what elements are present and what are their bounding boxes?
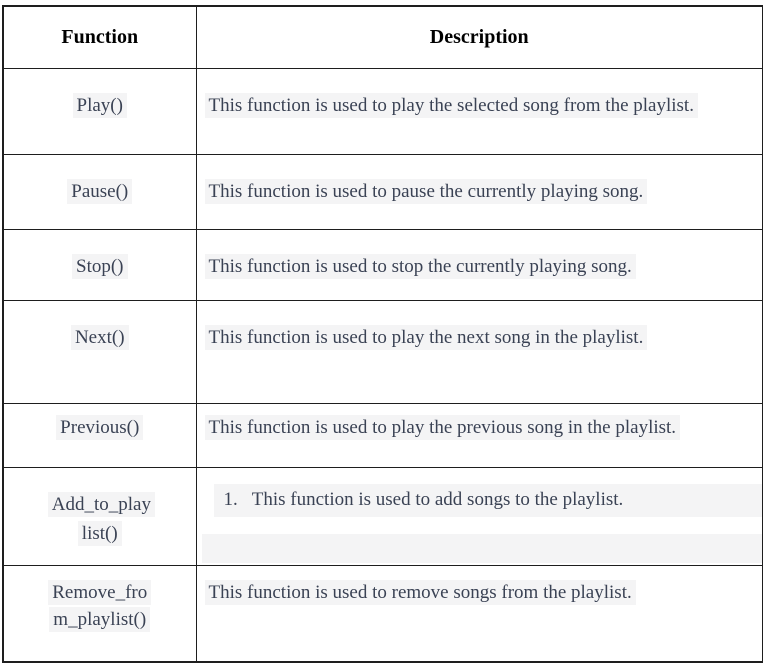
description-cell: This function is used to remove songs fr… <box>195 564 763 663</box>
description-text: This function is used to play the next s… <box>204 324 648 350</box>
function-name: Pause() <box>67 178 133 204</box>
table-row: Pause() This function is used to pause th… <box>2 153 763 230</box>
description-paragraph: This function is used to pause the curre… <box>204 177 759 206</box>
function-cell: Remove_from_playlist() <box>2 564 197 663</box>
function-name-wrap: Play() <box>72 91 127 120</box>
function-cell: Play() <box>2 67 197 155</box>
numbered-list-item: 1. This function is used to add songs to … <box>213 483 762 517</box>
description-cell: This function is used to stop the curren… <box>195 228 763 301</box>
description-cell: 1. This function is used to add songs to … <box>195 466 763 566</box>
list-item-number: 1. <box>223 488 238 510</box>
description-paragraph: This function is used to play the select… <box>204 91 759 120</box>
description-cell: This function is used to play the next s… <box>195 299 763 404</box>
table-row: Add_to_playlist() 1. This function is used… <box>2 466 763 566</box>
function-cell: Add_to_playlist() <box>2 466 197 566</box>
function-name: Previous() <box>56 414 144 440</box>
description-text: This function is used to play the select… <box>204 92 698 118</box>
table-row: Previous() This function is used to play … <box>2 402 763 468</box>
description-text: This function is used to add songs to th… <box>251 488 624 510</box>
description-cell: This function is used to play the select… <box>195 67 763 155</box>
function-name: Play() <box>72 92 127 118</box>
description-paragraph: This function is used to stop the curren… <box>204 252 759 281</box>
table-row: Remove_from_playlist() This function is u… <box>2 564 763 663</box>
table-row: Stop() This function is used to stop the … <box>2 228 763 301</box>
function-cell: Stop() <box>2 228 197 301</box>
description-text: This function is used to play the previo… <box>204 414 681 440</box>
table-body: Play() This function is used to play the … <box>2 67 763 663</box>
table-header-row: Function Description <box>2 5 763 69</box>
function-column-header: Function <box>2 5 197 69</box>
description-cell: This function is used to play the previo… <box>195 402 763 468</box>
function-name-wrap: Add_to_playlist() <box>47 490 155 548</box>
function-name-wrap: Stop() <box>72 252 128 281</box>
function-cell: Previous() <box>2 402 197 468</box>
description-text: This function is used to stop the curren… <box>204 253 636 279</box>
table-row: Play() This function is used to play the … <box>2 67 763 155</box>
description-cell: This function is used to pause the curre… <box>195 153 763 230</box>
description-paragraph: This function is used to play the previo… <box>204 414 759 440</box>
function-name: Stop() <box>72 253 128 279</box>
function-name-wrap: Pause() <box>67 177 133 206</box>
description-paragraph: This function is used to remove songs fr… <box>204 579 759 606</box>
function-name: Next() <box>70 324 129 350</box>
function-name: Remove_from_playlist() <box>48 579 152 632</box>
function-cell: Pause() <box>2 153 197 230</box>
function-name-wrap: Remove_from_playlist() <box>48 579 152 633</box>
function-name: Add_to_playlist() <box>47 491 155 546</box>
description-column-header: Description <box>195 5 763 69</box>
empty-highlight-band <box>201 533 762 563</box>
function-name-wrap: Previous() <box>56 414 144 440</box>
description-text: This function is used to remove songs fr… <box>204 579 636 605</box>
function-description-table: Function Description Play() This function… <box>2 5 763 663</box>
table-row: Next() This function is used to play the … <box>2 299 763 404</box>
description-paragraph: This function is used to play the next s… <box>204 323 759 352</box>
function-name-wrap: Next() <box>70 323 129 352</box>
description-text: This function is used to pause the curre… <box>204 178 648 204</box>
function-cell: Next() <box>2 299 197 404</box>
